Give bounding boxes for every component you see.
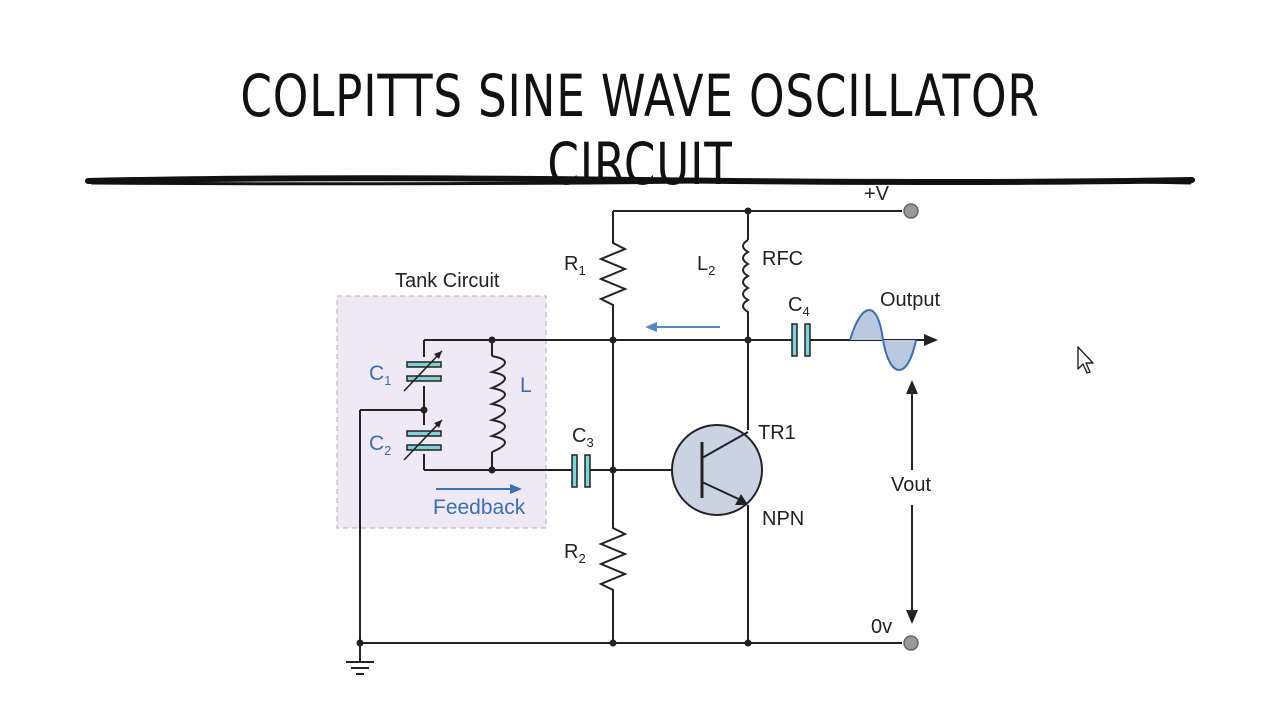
resistor-r2 bbox=[598, 520, 628, 600]
feedback-arrow-top bbox=[645, 322, 720, 332]
output-sine-wave bbox=[849, 309, 938, 371]
vout-arrow bbox=[906, 380, 918, 624]
rfc-label: RFC bbox=[762, 248, 803, 270]
tank-circuit-label: Tank Circuit bbox=[395, 270, 500, 292]
c2-label: C2 bbox=[369, 432, 391, 458]
capacitor-c4 bbox=[791, 323, 811, 357]
r1-label: R1 bbox=[564, 253, 586, 278]
output-label: Output bbox=[880, 289, 940, 311]
resistor-r1 bbox=[598, 238, 628, 312]
c1-label: C1 bbox=[369, 362, 391, 388]
capacitor-c2 bbox=[403, 419, 443, 461]
ground-icon bbox=[346, 661, 374, 675]
capacitor-c3 bbox=[571, 454, 591, 488]
c3-label: C3 bbox=[572, 425, 594, 450]
capacitor-c1 bbox=[403, 350, 443, 392]
ground-terminal bbox=[903, 635, 919, 651]
transistor-tr1 bbox=[671, 424, 763, 516]
ground-rail-label: 0v bbox=[871, 616, 892, 638]
c4-label: C4 bbox=[788, 294, 810, 319]
inductor-l-label: L bbox=[520, 374, 532, 397]
feedback-label: Feedback bbox=[433, 496, 526, 519]
page-title: COLPITTS SINE WAVE OSCILLATOR CIRCUIT bbox=[240, 62, 1040, 198]
r2-label: R2 bbox=[564, 541, 586, 566]
inductor-l2 bbox=[742, 239, 750, 318]
supply-label: +V bbox=[864, 183, 890, 205]
l2-label: L2 bbox=[697, 253, 715, 278]
vout-label: Vout bbox=[891, 474, 931, 496]
transistor-label: TR1 bbox=[758, 422, 796, 444]
inductor-l bbox=[488, 355, 506, 453]
supply-terminal bbox=[903, 203, 919, 219]
transistor-type-label: NPN bbox=[762, 508, 804, 530]
tank-circuit-box bbox=[336, 295, 547, 529]
mouse-pointer-icon bbox=[1077, 346, 1094, 374]
junction-nodes bbox=[356, 207, 752, 647]
feedback-arrow-bottom bbox=[436, 484, 522, 494]
